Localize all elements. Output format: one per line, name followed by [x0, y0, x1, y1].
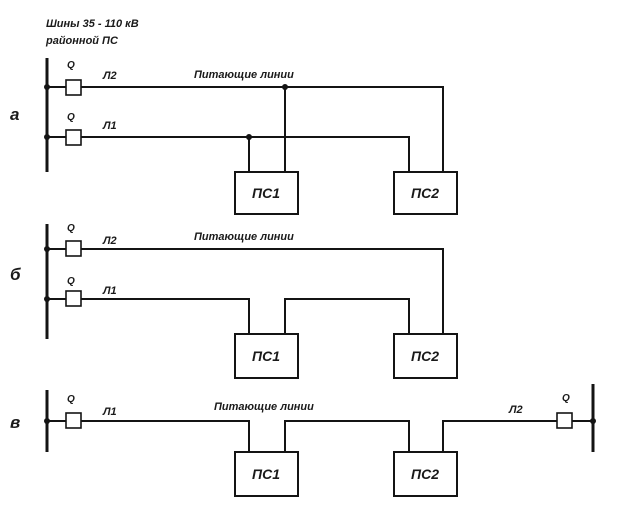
- panel-b-line-l1: [81, 298, 250, 334]
- panel-a-line-l2: [81, 86, 444, 172]
- panel-b-breaker-bottom-label: Q: [67, 276, 75, 287]
- header-line-1: Шины 35 - 110 кВ: [46, 18, 139, 30]
- panel-c-ps2-box: [393, 451, 458, 497]
- panel-c-caption: Питающие линии: [214, 401, 314, 413]
- panel-c-ps2-label: ПС2: [411, 466, 439, 482]
- panel-b-ps1-label: ПС1: [252, 348, 280, 364]
- panel-c-breaker-right: [556, 412, 573, 429]
- panel-a-ps1-label: ПС1: [252, 185, 280, 201]
- panel-c-breaker-left: [65, 412, 82, 429]
- panel-b: б Q Л2 Питающие линии Q Л1 ПС1 ПС2: [10, 223, 458, 379]
- panel-c-breaker-left-label: Q: [67, 394, 75, 405]
- panel-a: а Q Л2 Питающие линии Q Л1 ПС1 ПС2: [10, 58, 458, 215]
- panel-a-line-l1: [81, 136, 410, 172]
- panel-b-breaker-bottom: [65, 290, 82, 307]
- panel-a-breaker-top: [65, 79, 82, 96]
- panel-c-line-l2-label: Л2: [508, 404, 523, 416]
- panel-c-line-l1: [81, 420, 250, 452]
- panel-a-ps2-box: [393, 171, 458, 215]
- panel-a-label: а: [10, 105, 19, 124]
- panel-b-breaker-top-label: Q: [67, 223, 75, 234]
- panel-b-line-l2-label: Л2: [102, 235, 117, 247]
- panel-a-caption: Питающие линии: [194, 69, 294, 81]
- panel-c-ps1-label: ПС1: [252, 466, 280, 482]
- panel-b-ps2-label: ПС2: [411, 348, 439, 364]
- panel-c: в Q Л1 Питающие линии Л2 Q ПС1 ПС2: [10, 384, 596, 497]
- panel-b-ps1-box: [234, 333, 299, 379]
- panel-b-breaker-top: [65, 240, 82, 257]
- panel-a-breaker-bottom: [65, 129, 82, 146]
- panel-c-line-l2: [442, 420, 557, 452]
- panel-c-link-ps1-ps2: [284, 420, 410, 452]
- panel-c-breaker-right-label: Q: [562, 393, 570, 404]
- panel-c-label: в: [10, 413, 20, 432]
- panel-c-ps1-box: [234, 451, 299, 497]
- panel-a-line-l1-label: Л1: [102, 120, 117, 132]
- panel-a-line-l2-label: Л2: [102, 70, 117, 82]
- header-line-2: районной ПС: [45, 35, 119, 47]
- panel-b-link-ps1-ps2: [284, 298, 410, 334]
- panel-a-ps1-box: [234, 171, 299, 215]
- panel-b-label: б: [10, 265, 21, 284]
- panel-b-line-l2: [81, 248, 444, 334]
- panel-b-caption: Питающие линии: [194, 231, 294, 243]
- panel-c-line-l1-label: Л1: [102, 406, 117, 418]
- panel-b-ps2-box: [393, 333, 458, 379]
- panel-a-breaker-bottom-label: Q: [67, 112, 75, 123]
- panel-a-ps2-label: ПС2: [411, 185, 439, 201]
- panel-b-line-l1-label: Л1: [102, 285, 117, 297]
- panel-a-breaker-top-label: Q: [67, 60, 75, 71]
